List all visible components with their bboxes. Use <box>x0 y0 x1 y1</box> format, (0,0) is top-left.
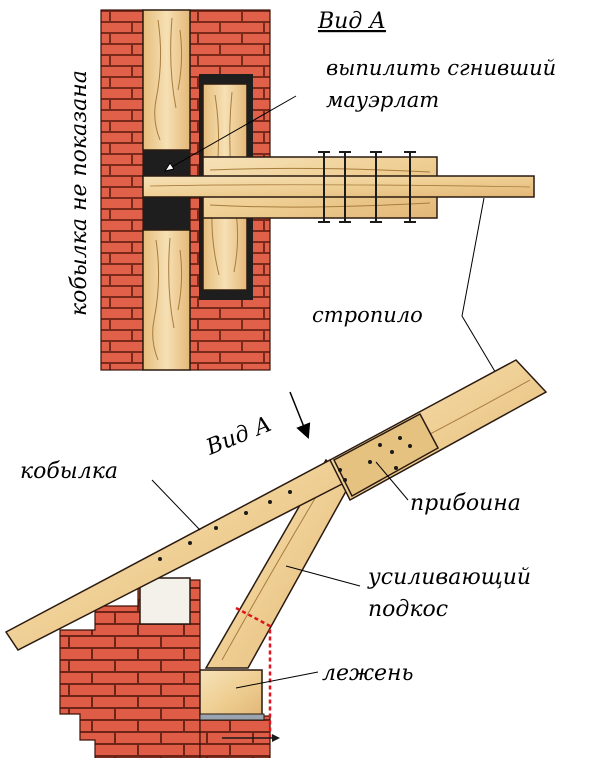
lezhen-beam <box>199 669 263 717</box>
view-a-title: Вид А <box>317 9 386 34</box>
priboina <box>333 412 440 498</box>
brace-leader <box>285 565 361 587</box>
upper-post <box>142 9 191 151</box>
lezhen-label: лежень <box>322 661 414 686</box>
lezhen-leader <box>235 671 319 689</box>
support-block <box>139 577 191 625</box>
roof-section <box>4 359 548 758</box>
view-a-arrow <box>289 391 311 439</box>
cut-note-line2: мауэрлат <box>326 88 439 112</box>
lower-post <box>142 229 191 371</box>
nail-dots <box>158 436 412 561</box>
priboina-leader <box>375 461 409 501</box>
brick-wall-left <box>100 9 144 371</box>
view-a-detail <box>100 9 535 371</box>
cut-leader-line <box>169 95 297 169</box>
cut-line <box>235 606 272 740</box>
rafter-label: стропило <box>312 303 423 327</box>
brace-label-line2: подкос <box>368 597 448 622</box>
brace-label-line1: усиливающий <box>367 565 531 590</box>
kobylka-leader <box>151 479 201 531</box>
priboina-label: прибоина <box>410 491 521 516</box>
view-a-arrow-label: Вид А <box>202 412 275 461</box>
rafter-section <box>142 175 535 198</box>
kobylka-label: кобылка <box>20 459 118 484</box>
bolts <box>318 151 416 223</box>
rafter-leader-line <box>461 197 501 381</box>
side-note: кобылка не показана <box>67 70 92 316</box>
cut-note-line1: выпилить сгнивший <box>326 56 556 80</box>
